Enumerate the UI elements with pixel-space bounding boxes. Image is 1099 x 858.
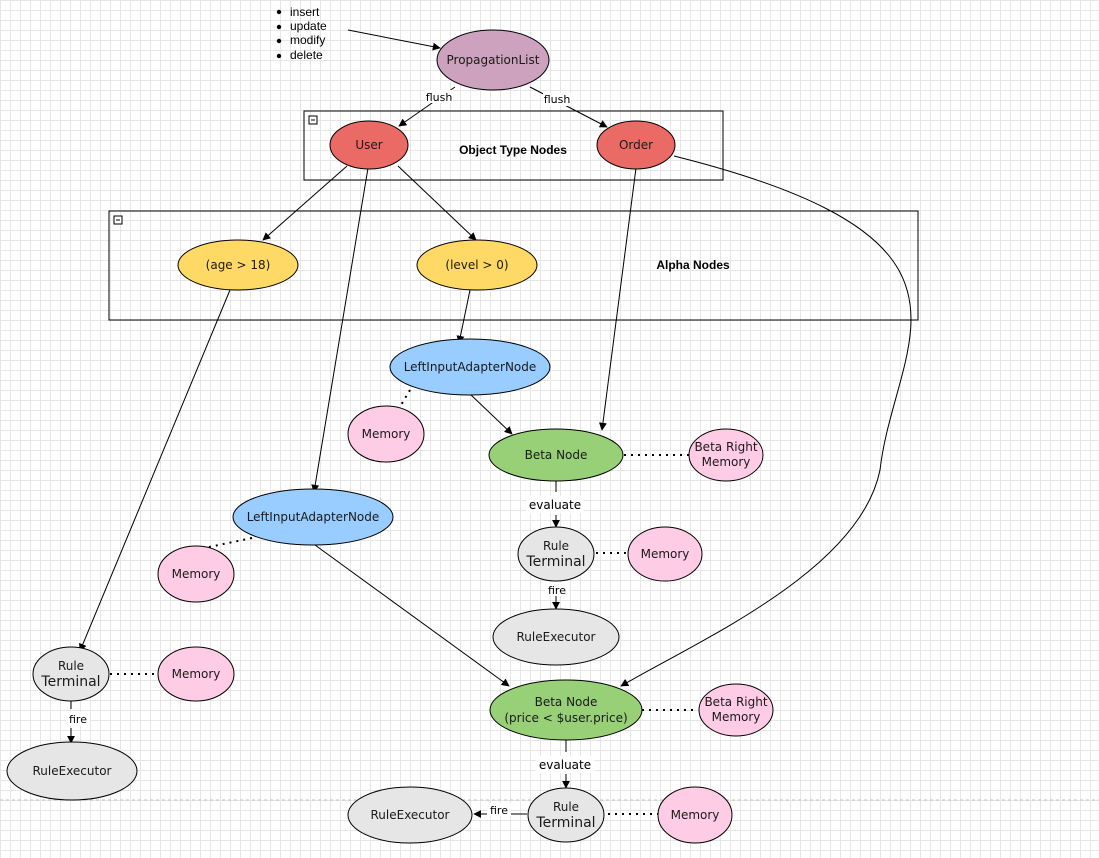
event-list-item: delete bbox=[290, 48, 323, 62]
node-label: Order bbox=[619, 138, 653, 152]
rule-executor-bottom[interactable]: RuleExecutor bbox=[347, 786, 473, 844]
node-label: Rule bbox=[553, 800, 579, 814]
edge-label-fire: fire bbox=[490, 804, 508, 817]
beta-node-upper[interactable]: Beta Node bbox=[488, 428, 624, 482]
left-input-adapter-node-lower[interactable]: LeftInputAdapterNode bbox=[232, 488, 394, 546]
memory-node-lower[interactable]: Memory bbox=[157, 545, 235, 603]
node-label: Terminal bbox=[40, 674, 100, 690]
node-label: Memory bbox=[362, 427, 411, 441]
edge-lia-upper-to-beta-upper[interactable] bbox=[469, 393, 513, 435]
beta-right-memory-upper[interactable]: Beta Right Memory bbox=[688, 428, 764, 482]
node-label: Memory bbox=[172, 567, 221, 581]
node-label: Beta Right bbox=[694, 440, 757, 454]
node-label: RuleExecutor bbox=[370, 808, 449, 822]
bullet-icon bbox=[276, 9, 282, 15]
memory-node-upper[interactable]: Memory bbox=[347, 405, 425, 463]
node-label: Terminal bbox=[525, 554, 585, 570]
edge-label-evaluate: evaluate bbox=[529, 498, 581, 512]
edge-user-to-lia-lower[interactable] bbox=[311, 167, 369, 493]
edge-labels: flush flush evaluate fire fire evaluate … bbox=[66, 90, 594, 817]
node-label: PropagationList bbox=[447, 53, 540, 67]
edge-order-to-beta-upper[interactable] bbox=[598, 167, 637, 431]
node-label: LeftInputAdapterNode bbox=[404, 360, 537, 374]
memory-node-left[interactable]: Memory bbox=[157, 646, 235, 702]
node-label: Memory bbox=[172, 667, 221, 681]
event-list-item: update bbox=[290, 19, 327, 33]
node-label: Memory bbox=[712, 710, 761, 724]
node-label: Memory bbox=[671, 808, 720, 822]
age-condition-node[interactable]: (age > 18) bbox=[177, 239, 299, 291]
rule-terminal-bottom[interactable]: Rule Terminal bbox=[527, 787, 605, 843]
node-label: RuleExecutor bbox=[516, 630, 595, 644]
edge-label-flush: flush bbox=[544, 93, 571, 106]
bullet-icon bbox=[276, 53, 282, 59]
alpha-nodes-title: Alpha Nodes bbox=[656, 258, 730, 272]
edge-events-to-propagation[interactable] bbox=[347, 29, 441, 51]
node-label: RuleExecutor bbox=[32, 764, 111, 778]
alpha-nodes-group[interactable]: Alpha Nodes bbox=[108, 210, 919, 321]
rule-executor-left[interactable]: RuleExecutor bbox=[6, 741, 138, 801]
event-list: insert update modify delete bbox=[276, 5, 327, 62]
node-label: (price < $user.price) bbox=[504, 711, 627, 725]
rule-executor-mid[interactable]: RuleExecutor bbox=[492, 608, 620, 666]
rule-terminal-left[interactable]: Rule Terminal bbox=[32, 646, 110, 702]
edge-lia-lower-to-beta-lower[interactable] bbox=[314, 544, 510, 687]
event-list-item: modify bbox=[290, 33, 325, 47]
link-lia-lower-memory bbox=[194, 537, 253, 551]
bullet-icon bbox=[276, 38, 282, 44]
memory-node-mid[interactable]: Memory bbox=[627, 526, 703, 582]
node-label: (level > 0) bbox=[445, 258, 508, 272]
node-label: LeftInputAdapterNode bbox=[247, 510, 380, 524]
edge-label-fire: fire bbox=[548, 584, 566, 597]
node-label: Beta Node bbox=[535, 695, 598, 709]
node-label: Beta Right bbox=[704, 695, 767, 709]
object-type-nodes-title: Object Type Nodes bbox=[459, 143, 567, 157]
edge-label-evaluate: evaluate bbox=[539, 758, 591, 772]
edge-label-fire: fire bbox=[69, 713, 87, 726]
propagation-list-node[interactable]: PropagationList bbox=[436, 29, 550, 91]
beta-right-memory-lower[interactable]: Beta Right Memory bbox=[698, 683, 774, 737]
node-label: Terminal bbox=[535, 815, 595, 831]
edge-level-to-lia-upper[interactable] bbox=[456, 289, 471, 344]
rule-terminal-mid[interactable]: Rule Terminal bbox=[517, 526, 595, 582]
edge-label-flush: flush bbox=[426, 91, 453, 104]
edge-order-to-beta-lower[interactable] bbox=[620, 155, 912, 687]
node-label: Beta Node bbox=[525, 448, 588, 462]
bullet-icon bbox=[276, 24, 282, 30]
edge-flush-to-order[interactable] bbox=[529, 86, 608, 128]
edge-user-to-age[interactable] bbox=[262, 165, 348, 241]
node-label: (age > 18) bbox=[206, 258, 271, 272]
node-label: User bbox=[355, 138, 382, 152]
level-condition-node[interactable]: (level > 0) bbox=[416, 239, 538, 291]
order-node[interactable]: Order bbox=[596, 120, 676, 170]
node-label: Rule bbox=[58, 659, 84, 673]
user-node[interactable]: User bbox=[329, 120, 409, 170]
edge-user-to-level[interactable] bbox=[397, 165, 477, 241]
link-lia-upper-memory bbox=[397, 389, 411, 411]
object-type-nodes-group[interactable]: Object Type Nodes bbox=[303, 110, 724, 181]
left-input-adapter-node-upper[interactable]: LeftInputAdapterNode bbox=[389, 338, 551, 396]
event-list-item: insert bbox=[290, 5, 320, 19]
edge-age-to-rule-terminal[interactable] bbox=[79, 289, 231, 652]
memory-node-bottom[interactable]: Memory bbox=[657, 786, 733, 844]
node-label: Rule bbox=[543, 539, 569, 553]
node-label: Memory bbox=[641, 547, 690, 561]
node-label: Memory bbox=[702, 455, 751, 469]
beta-node-lower[interactable]: Beta Node (price < $user.price) bbox=[489, 679, 643, 741]
